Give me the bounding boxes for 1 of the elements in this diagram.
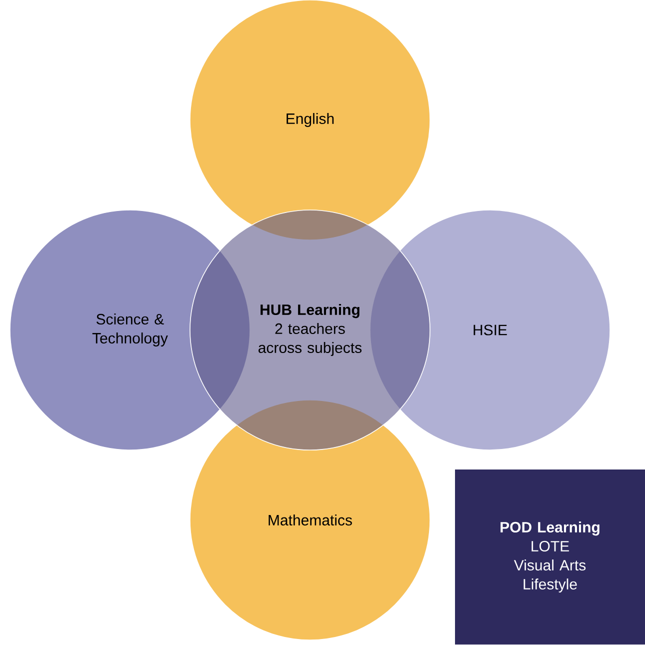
info-box: POD Learning LOTE Visual Arts Lifestyle	[455, 470, 645, 644]
